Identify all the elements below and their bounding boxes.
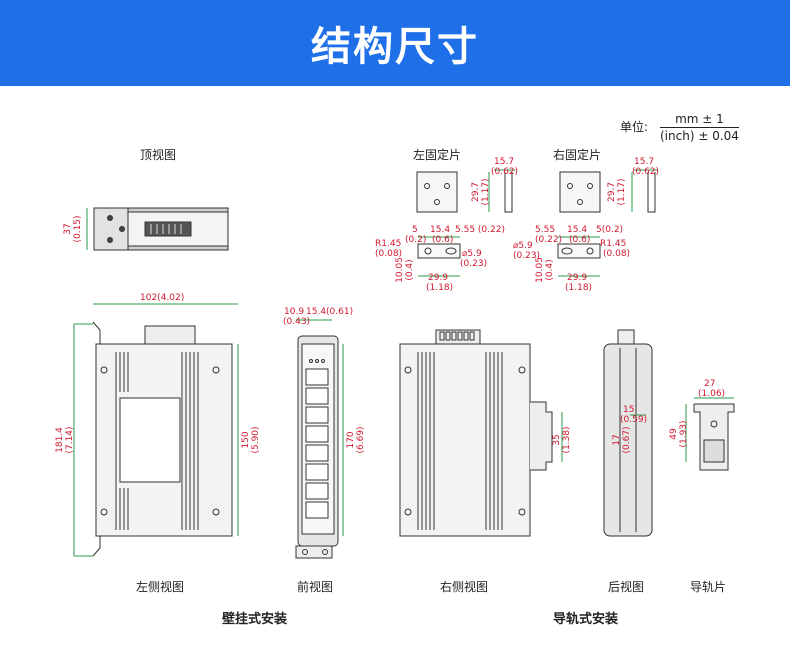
dim-l-radius: R1.45 [375,239,401,249]
dim-rs-35: 35 [552,434,562,445]
dim-f-10-9-inch: (0.43) [283,317,310,327]
dim-top-height-inch: (0.15) [73,215,83,242]
left-bracket-drawing [416,169,515,277]
dim-l-5-inch: (0.2) [405,235,426,245]
dim-r-10-05: 10.05 [535,257,545,283]
dim-lb-thickness-inch: (0.62) [491,167,518,177]
unit-numerator: mm ± 1 [660,112,739,128]
section-rail-mount: 导轨式安装 [553,612,619,627]
dim-ls-height-inch: (7.14) [65,426,75,453]
dim-l-5: 5 [412,225,418,235]
rail-clip-drawing [685,397,735,471]
dim-r-5: 5(0.2) [596,225,623,235]
dim-r-29-9: 29.9 [567,273,587,283]
dim-r-diameter: ⌀5.9 [513,241,533,251]
dim-l-diameter-inch: (0.23) [460,259,487,269]
dim-rb-height-inch: (1.17) [617,178,627,205]
label-left-bracket: 左固定片 [413,148,462,162]
dim-rear-15-inch: (0.59) [620,415,647,425]
label-front-view: 前视图 [297,580,334,594]
dim-rb-thickness-inch: (0.62) [632,167,659,177]
dim-rear-17-inch: (0.67) [622,426,632,453]
dim-ls-height: 181.4 [55,427,65,453]
dim-rear-15: 15 [623,405,634,415]
unit-label: 单位: [620,120,649,134]
page-title: 结构尺寸 [311,24,479,70]
dim-ls-150-inch: (5.90) [251,426,261,453]
top-view-drawing [86,207,229,251]
dim-lb-height: 29.7 [471,182,481,202]
dim-clip-27-inch: (1.06) [698,389,725,399]
dim-l-29-9-inch: (1.18) [426,283,453,293]
dim-clip-49: 49 [669,428,679,440]
dim-ls-width: 102(4.02) [140,293,184,303]
dim-r-15-4-inch: (0.6) [569,235,590,245]
dim-r-radius-inch: (0.08) [603,249,630,259]
dim-rs-35-inch: (1.38) [562,426,572,453]
dim-l-radius-inch: (0.08) [375,249,402,259]
dim-l-10-05: 10.05 [395,257,405,283]
dim-r-10-05-inch: (0.4) [545,259,555,280]
rear-view-drawing [603,329,653,537]
dim-f-170: 170 [346,431,356,448]
dim-l-15-4-inch: (0.6) [432,235,453,245]
label-rear-view: 后视图 [608,580,645,594]
dim-l-29-9: 29.9 [428,273,448,283]
right-bracket-drawing [557,169,658,277]
dim-ls-150: 150 [241,431,251,448]
right-side-view-drawing [399,329,563,537]
dim-rb-height: 29.7 [607,182,617,202]
dim-clip-27: 27 [704,379,715,389]
left-side-view-drawing [73,303,239,557]
dim-lb-thickness: 15.7 [494,157,514,167]
dim-f-15-4: 15.4(0.61) [306,307,353,317]
dim-rear-17: 17 [612,434,622,445]
dim-f-10-9: 10.9 [284,307,304,317]
dim-r-radius: R1.45 [600,239,626,249]
dim-r-29-9-inch: (1.18) [565,283,592,293]
title-banner: 结构尺寸 [0,0,790,86]
front-view-drawing [295,319,344,559]
dim-clip-49-inch: (1.93) [679,420,689,447]
dim-r-5-55-inch: (0.22) [535,235,562,245]
dim-r-diameter-inch: (0.23) [513,251,540,261]
dim-top-height: 37 [63,223,73,234]
dim-l-diameter: ⌀5.9 [462,249,482,259]
label-right-side-view: 右侧视图 [440,580,489,594]
dim-r-5-55: 5.55 [535,225,555,235]
label-right-bracket: 右固定片 [553,148,602,162]
label-rail-clip: 导轨片 [690,580,727,594]
dim-f-170-inch: (6.69) [356,426,366,453]
label-top-view: 顶视图 [140,148,177,162]
unit-fraction: mm ± 1 (inch) ± 0.04 [660,112,739,143]
dim-lb-height-inch: (1.17) [481,178,491,205]
dim-l-15-4: 15.4 [430,225,450,235]
dim-l-5-55: 5.55 (0.22) [455,225,505,235]
label-left-side-view: 左侧视图 [136,580,185,594]
dim-l-10-05-inch: (0.4) [405,259,415,280]
section-wall-mount: 壁挂式安装 [222,612,288,627]
unit-denominator: (inch) ± 0.04 [660,129,739,143]
dim-r-15-4: 15.4 [567,225,587,235]
dim-rb-thickness: 15.7 [634,157,654,167]
